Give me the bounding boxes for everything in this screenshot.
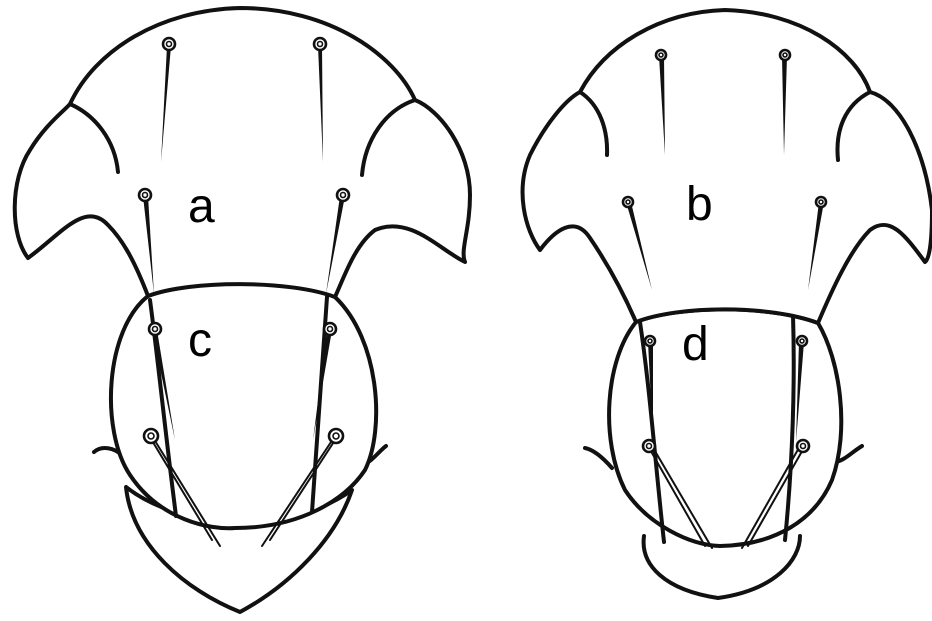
right-socket-1 [656, 50, 666, 60]
left-socket-5 [149, 323, 161, 335]
right-socket-5 [645, 336, 655, 346]
left-socket-4 [337, 189, 349, 201]
left-socket-3 [139, 189, 151, 201]
right-socket-6 [797, 336, 807, 346]
left-socket-2 [314, 38, 326, 50]
left-upper-shield [15, 8, 470, 297]
right-socket-8 [797, 440, 809, 452]
panel-label-b: b [686, 178, 713, 231]
left-socket-7 [144, 429, 158, 443]
left-socket-6 [324, 323, 336, 335]
right-socket-2 [780, 50, 790, 60]
left-socket-1 [163, 38, 175, 50]
panel-label-d: d [682, 318, 709, 371]
panel-label-a: a [188, 180, 215, 233]
right-socket-3 [623, 197, 633, 207]
right-socket-7 [643, 440, 655, 452]
right-socket-4 [816, 197, 826, 207]
left-specimen: a c [15, 8, 470, 612]
panel-label-c: c [188, 314, 212, 367]
right-upper-shield [523, 10, 932, 323]
right-specimen: b d [523, 10, 932, 598]
right-side-lobe-left [585, 448, 612, 468]
left-socket-8 [329, 429, 343, 443]
